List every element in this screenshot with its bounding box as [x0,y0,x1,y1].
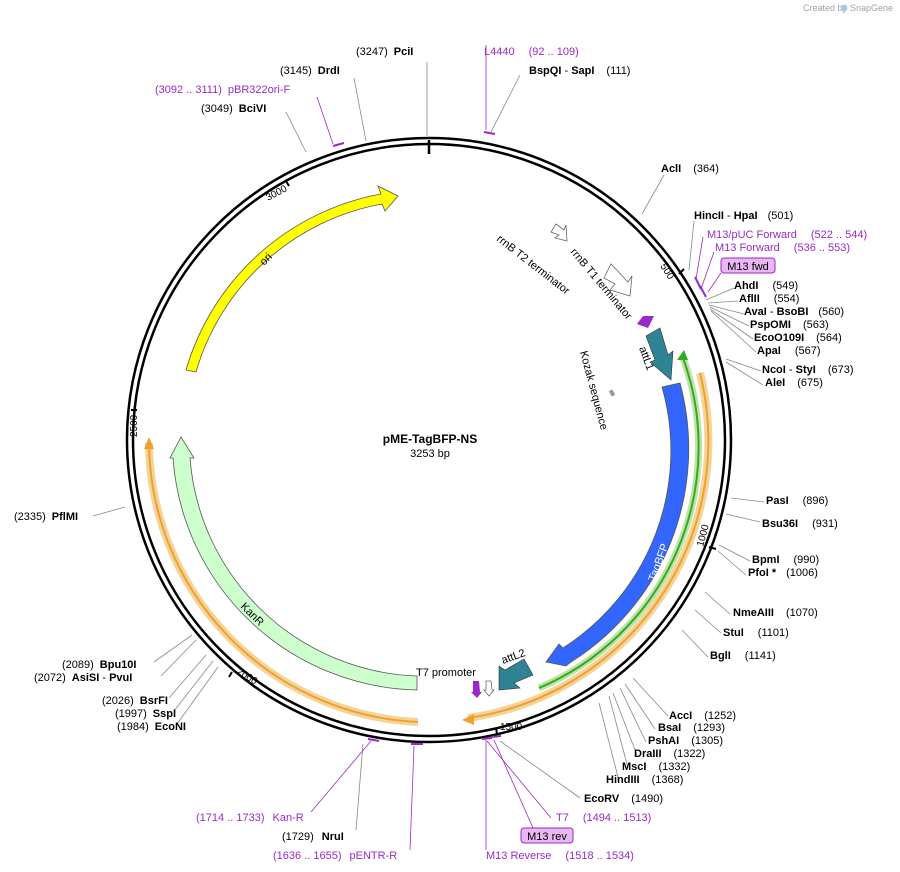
attl1-feature [645,327,674,381]
leader-lines [92,62,765,831]
primer-m13-reverse: M13 Reverse(1518 .. 1534) [486,850,634,862]
site-econi: (1984)EcoNI [117,721,186,733]
m13-rev-badge: M13 rev [520,827,574,844]
tick-1500: 1500 [495,722,523,735]
site-pfimi: (2335)PflMI [14,511,78,523]
svg-text:M13 fwd: M13 fwd [727,261,769,273]
brand-name: SnapGene [850,3,893,13]
orange-track-arrowhead [462,714,474,725]
primer-kan-r: (1714 .. 1733)Kan-R [196,812,304,824]
tick-500: 500 [657,262,685,282]
site-avai: AvaI - BsoBI(560) [744,306,844,318]
orange-track-right [467,372,710,719]
site-bsai: BsaI(1293) [658,722,725,734]
t7-promoter-label: T7 promoter [416,667,476,679]
site-asisi: (2072)AsiSI - PvuI [34,672,132,684]
small-promoter-feature [637,316,654,328]
site-pcii: (3247)PciI [356,46,413,58]
backbone-outer-ring [125,136,733,744]
primer-t7: T7(1494 .. 1513) [556,812,651,824]
site-bspqi: BspQI - SapI(111) [529,65,630,77]
site-alei: AleI(675) [765,377,823,389]
svg-text:3000: 3000 [264,183,289,203]
orange-track-left-arrowhead [144,437,154,449]
site-hindiii: HindIII(1368) [606,774,683,786]
site-apai: ApaI(567) [757,345,821,357]
site-bpu10i: (2089)Bpu10I [62,659,136,671]
plasmid-length: 3253 bp [410,448,450,460]
green-track [538,354,700,689]
primer-m13-puc-forward: M13/pUC Forward(522 .. 544) [707,229,867,241]
site-ecorv: EcoRV(1490) [584,793,663,805]
site-ahdi: AhdI(549) [734,280,798,292]
ori-feature [185,185,399,373]
site-drdi: (3145)DrdI [280,65,340,77]
site-pasi: PasI(896) [766,495,828,507]
site-pspomi: PspOMI(563) [750,319,829,331]
svg-text:2500: 2500 [129,414,140,437]
primer-pbr322ori: (3092 .. 3111)pBR322ori-F [155,84,290,96]
primer-l4440: L4440(92 .. 109) [484,46,579,58]
attl2-feature [498,658,534,691]
site-nmeaiii: NmeAIII(1070) [733,607,818,619]
plasmid-name: pME-TagBFP-NS [383,432,477,446]
site-acci: AccI(1252) [669,710,736,722]
t7-promoter-arrow [471,681,482,698]
kanr-feature [169,436,418,691]
snapgene-logo-icon [840,4,848,12]
site-acli: AclI(364) [661,163,719,175]
kozak-label: Kozak sequence [577,350,610,432]
site-ecoo109i: EcoO109I(564) [754,332,842,344]
site-pshai: PshAI(1305) [648,735,723,747]
site-bsrfi: (2026)BsrFI [102,695,168,707]
site-bpmi: BpmI(990) [752,554,819,566]
kozak-feature [608,389,616,397]
svg-text:2000: 2000 [234,666,259,687]
svg-text:M13 rev: M13 rev [527,831,567,843]
site-bsu36i: Bsu36I(931) [762,518,838,530]
site-aflii: AflII(554) [739,293,799,305]
orange-track-left [148,442,419,723]
site-pfoi: PfoI *(1006) [748,567,818,579]
m13-fwd-badge: M13 fwd [720,257,776,274]
primer-pentr-r: (1636 .. 1655)pENTR-R [273,850,397,862]
green-track-arrowhead [677,350,688,360]
tagbfp-feature [545,382,690,667]
site-hincii: HincII - HpaI(501) [694,210,793,222]
svg-text:1500: 1500 [500,722,523,733]
primer-leader-lines [310,45,722,851]
site-ncoi: NcoI - StyI(673) [762,364,854,376]
created-by-text: Created by [803,3,848,13]
rrnb-t2-label: rrnB T2 terminator [494,233,572,297]
site-draiii: DraIII(1322) [634,748,705,760]
primer-m13-forward: M13 Forward(536 .. 553) [715,242,850,254]
site-bcivi: (3049)BciVI [201,103,266,115]
site-nrui: (1729)NruI [282,831,344,843]
site-sspi: (1997)SspI [115,708,176,720]
rrnb-t2-feature [550,223,568,242]
site-stui: StuI(1101) [723,627,789,639]
site-msci: MscI(1332) [622,761,690,773]
tick-2500: 2500 [129,409,140,437]
site-bgli: BglI(1141) [710,650,776,662]
t7-terminal-arrow [483,680,495,697]
rrnb-t1-feature [603,263,633,297]
svg-text:500: 500 [657,262,676,282]
